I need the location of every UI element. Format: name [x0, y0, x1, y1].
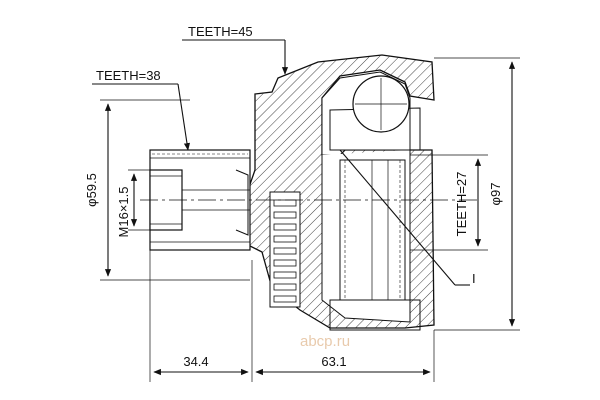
- leader-section-mark: [339, 149, 470, 286]
- label-thread: M16×1.5: [116, 187, 131, 238]
- dim-thread: [128, 169, 150, 231]
- dim-phi-97: [434, 57, 520, 331]
- label-phi-59-5: φ59.5: [84, 173, 99, 207]
- dim-phi-59-5: [100, 99, 250, 281]
- dim-length: [149, 250, 435, 382]
- leader-teeth-45: [182, 39, 289, 75]
- label-teeth-38: TEETH=38: [96, 68, 161, 83]
- inner-race: [329, 107, 421, 331]
- label-teeth-27: TEETH=27: [454, 172, 469, 237]
- abs-tone-ring: [269, 191, 301, 308]
- label-phi-97: φ97: [488, 183, 503, 206]
- leader-teeth-38: [92, 83, 191, 151]
- ball: [352, 75, 410, 133]
- label-section-mark: I: [472, 271, 476, 286]
- inner-spline-ticks: [344, 160, 401, 300]
- label-teeth-45: TEETH=45: [188, 24, 253, 39]
- watermark-text: abcp.ru: [300, 333, 350, 350]
- label-len-63-1: 63.1: [321, 354, 346, 369]
- label-len-34-4: 34.4: [183, 354, 208, 369]
- dim-teeth-27: [410, 154, 488, 251]
